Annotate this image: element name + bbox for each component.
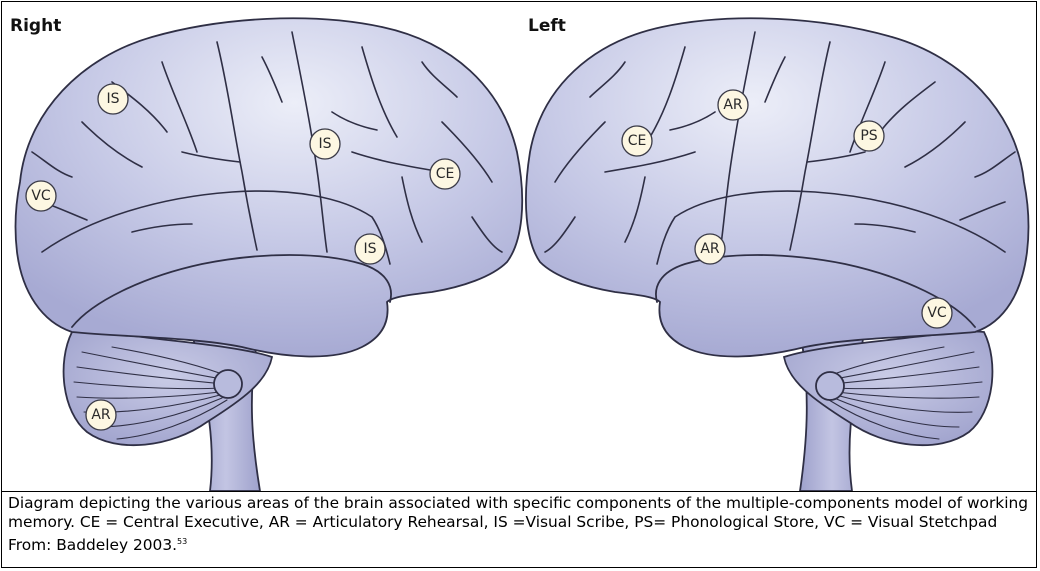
caption-divider xyxy=(2,491,1036,492)
badge-l-vc: VC xyxy=(922,298,952,328)
svg-text:VC: VC xyxy=(927,305,947,321)
left-hemisphere-label: Left xyxy=(528,16,566,36)
svg-text:AR: AR xyxy=(723,97,743,113)
svg-text:CE: CE xyxy=(628,133,647,149)
svg-text:PS: PS xyxy=(860,128,877,144)
badge-l-ar-2: AR xyxy=(695,234,725,264)
svg-text:IS: IS xyxy=(106,91,119,107)
right-hemisphere-label: Right xyxy=(10,16,61,36)
badge-r-is-2: IS xyxy=(310,129,340,159)
badge-l-ce: CE xyxy=(622,126,652,156)
caption-reference: 53 xyxy=(177,537,187,546)
svg-text:AR: AR xyxy=(700,241,720,257)
caption-text: Diagram depicting the various areas of t… xyxy=(8,494,1028,554)
badge-r-ar: AR xyxy=(86,400,116,430)
brain-figure: IS VC IS CE IS AR xyxy=(2,2,1036,491)
badge-l-ps: PS xyxy=(854,121,884,151)
svg-text:IS: IS xyxy=(363,241,376,257)
badge-r-ce: CE xyxy=(430,159,460,189)
svg-text:CE: CE xyxy=(436,166,455,182)
svg-text:AR: AR xyxy=(91,407,111,423)
badge-r-is-1: IS xyxy=(98,84,128,114)
badge-r-is-3: IS xyxy=(355,234,385,264)
brain-diagram-svg: IS VC IS CE IS AR xyxy=(2,2,1036,491)
left-pons-node xyxy=(816,372,844,400)
left-hemisphere xyxy=(526,18,1029,491)
badge-r-vc: VC xyxy=(26,181,56,211)
left-cortex xyxy=(526,18,1029,356)
svg-text:IS: IS xyxy=(318,136,331,152)
right-pons-node xyxy=(214,370,242,398)
badge-l-ar-1: AR xyxy=(718,90,748,120)
svg-text:VC: VC xyxy=(31,188,51,204)
figure-caption: Diagram depicting the various areas of t… xyxy=(8,494,1032,555)
